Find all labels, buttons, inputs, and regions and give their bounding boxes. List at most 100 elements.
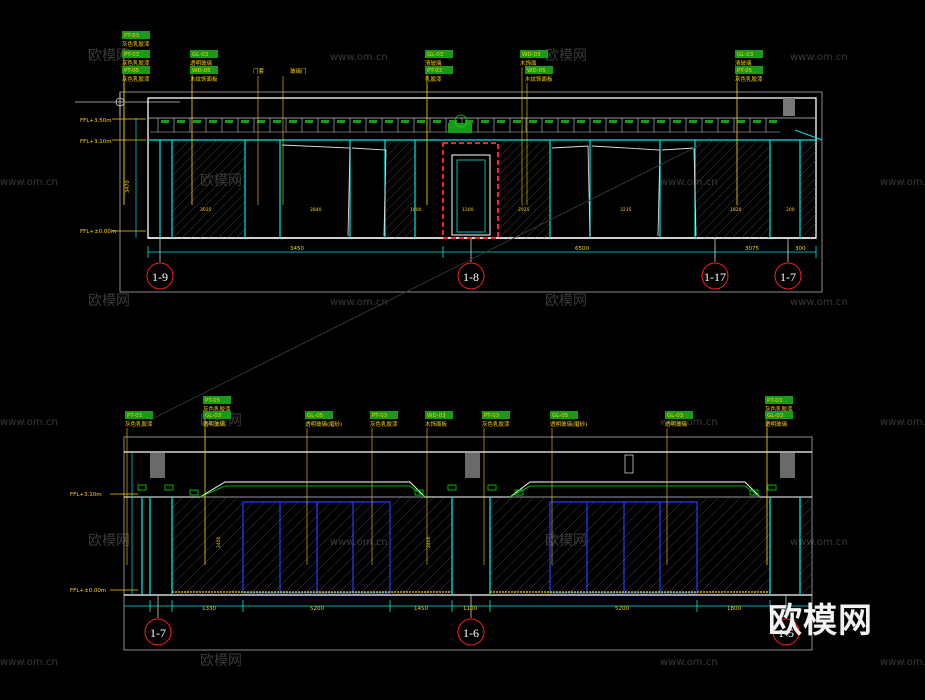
hatch-line: [695, 140, 723, 168]
hatch-line: [250, 502, 343, 593]
hatch-line: [804, 140, 902, 238]
hatch-line: [800, 204, 816, 222]
hatch-line: [667, 563, 697, 593]
bottom-dim-3: 1450: [414, 606, 428, 612]
hatch-line: [697, 500, 770, 575]
hatch-line: [243, 502, 299, 558]
fixture-marker: [514, 489, 524, 496]
hatch-line: [849, 140, 925, 238]
tag-note: 灰色乳胶漆: [125, 420, 153, 428]
hatch-line: [758, 226, 770, 238]
top-inner-dims: 3035 2840 1900 1200 2925 3215 1820 200: [200, 207, 795, 213]
hatch-line: [695, 163, 770, 238]
watermark-text: 欧模网: [200, 653, 242, 669]
hatch-group: [385, 140, 415, 238]
hatch-line: [498, 140, 535, 177]
hatch-line: [390, 522, 452, 586]
hatch-line: [800, 572, 812, 586]
hatch-line: [863, 497, 925, 595]
hatch-line: [172, 497, 228, 553]
cove-dim-tag: [433, 120, 441, 123]
hatch-line: [800, 140, 801, 141]
hatch-line: [243, 502, 332, 591]
hatch-line: [498, 140, 544, 186]
tag-note: 清玻璃: [425, 59, 442, 67]
hatch-line: [507, 195, 550, 238]
tag-box: [765, 411, 793, 419]
cove-dim-tag: [737, 120, 745, 123]
tag-box: [125, 411, 153, 419]
hatch-line: [852, 497, 925, 595]
watermark-text: 欧模网: [545, 293, 587, 309]
hatch-line: [272, 140, 370, 238]
hatch-group: [172, 140, 370, 238]
top-inner-dim: 200: [786, 207, 795, 213]
hatch-line: [349, 552, 390, 593]
hatch-line: [371, 574, 390, 593]
tag-code: PT-03: [127, 413, 143, 419]
tag-note: 透明玻璃: [203, 420, 226, 428]
tag-code: GL-03: [427, 52, 444, 58]
tag-note: 灰色乳胶漆: [122, 40, 150, 48]
hatch-line: [713, 181, 770, 238]
top-section-bubbles: 1-9 1-8 1-17 1-7: [146, 262, 802, 290]
hatch-line: [385, 140, 404, 159]
tag-note: 灰色乳胶漆: [765, 405, 793, 413]
section-bubble: [146, 262, 174, 290]
hatch-line: [695, 140, 759, 204]
hatch-line: [800, 497, 801, 498]
hatch-line: [656, 552, 697, 593]
tag-box: [203, 396, 231, 404]
cove-dim-tag: [257, 120, 265, 123]
hatch-line: [800, 213, 816, 231]
hatch-line: [767, 235, 770, 238]
hatch-line: [616, 140, 714, 238]
hatch-line: [800, 506, 812, 520]
hatch-line: [550, 502, 573, 525]
top-dim-2: 6500: [575, 246, 589, 252]
hatch-line: [523, 568, 550, 595]
tag-note: 灰色乳胶漆: [482, 420, 510, 428]
elevation-bottom: FFL+3.10m FFL+±0.00m PT-05灰色乳胶漆GL-03透明玻璃…: [70, 396, 925, 651]
fixture-marker: [137, 484, 147, 491]
hatch-line: [550, 502, 628, 580]
hatch-line: [172, 140, 200, 168]
diagonal-guide: [149, 144, 701, 421]
hatch-line: [645, 541, 697, 593]
hatch-line: [749, 217, 770, 238]
hatch-line: [283, 502, 376, 593]
hatch-line: [900, 140, 925, 238]
hatch-line: [199, 192, 245, 238]
watermark-layer: 欧模网www.om.cn欧模网www.om.cn欧模网www.om.cn欧模网w…: [0, 48, 925, 669]
tag-code: PT-03: [767, 398, 783, 404]
hatch-line: [172, 497, 239, 564]
hatch-line: [172, 140, 227, 195]
hatch-line: [625, 140, 723, 238]
cove-dim-tag: [161, 120, 169, 123]
tag-box: [122, 66, 150, 74]
tag-note: 透明玻璃(磨砂): [550, 420, 587, 428]
top-vdim-label: 3470: [125, 180, 131, 193]
tag-note: 灰色乳胶漆: [122, 75, 150, 83]
hatch-line: [498, 177, 550, 231]
bottom-dim-2: 5200: [310, 606, 324, 612]
hatch-group: [498, 140, 723, 238]
hatch-line: [316, 519, 390, 593]
cove-dim-tag: [657, 120, 665, 123]
hatch-line: [697, 497, 753, 553]
cove-dim-tag: [513, 120, 521, 123]
hatch-line: [889, 497, 925, 595]
hatch-line: [722, 190, 770, 238]
bottom-inner-dim: 2400: [216, 536, 222, 548]
hatch-line: [401, 544, 452, 595]
hatch-line: [172, 140, 182, 150]
hatch-line: [557, 502, 650, 593]
cove-dim-tag: [705, 120, 713, 123]
hatch-line: [867, 140, 925, 238]
bottom-fixtures: [137, 484, 777, 496]
hatch-line: [243, 502, 310, 569]
hatch-line: [590, 502, 683, 593]
cove-dim-tag: [321, 120, 329, 123]
hatch-line: [263, 140, 361, 238]
cove-dim-tag: [385, 120, 393, 123]
